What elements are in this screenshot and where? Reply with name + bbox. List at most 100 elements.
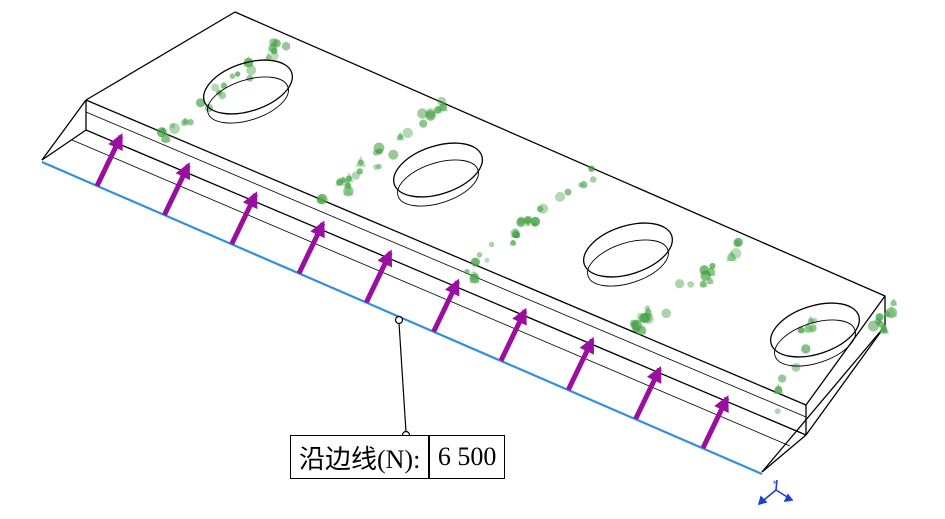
fixture-glyph	[218, 91, 227, 100]
fixture-glyph	[357, 159, 364, 166]
fixture-glyph	[804, 324, 813, 333]
fixture-cone	[469, 271, 480, 283]
plate-right-bottom-edge	[805, 325, 886, 436]
plate-chamfer-left-edge	[41, 129, 87, 161]
fixture-cone	[355, 155, 367, 167]
fixture-glyph	[182, 118, 189, 124]
fixture-cone	[267, 41, 278, 52]
fixture-glyph-cluster	[156, 38, 291, 144]
load-arrow	[566, 336, 595, 391]
fixture-glyph	[699, 280, 707, 288]
fixture-cone	[806, 315, 815, 324]
coordinate-triad-icon: *	[757, 479, 794, 506]
svg-text:*: *	[773, 479, 777, 489]
fixture-glyph	[687, 281, 695, 288]
fixture-glyph	[437, 96, 447, 106]
fixture-glyph	[706, 277, 714, 285]
fixture-glyph	[196, 98, 206, 108]
fixture-cone	[772, 383, 784, 394]
fixture-glyph-cluster	[868, 298, 898, 334]
load-arrow	[94, 133, 124, 188]
fixture-cone	[797, 325, 805, 333]
fixture-glyph	[356, 168, 363, 175]
fixture-cone	[180, 117, 189, 126]
fixture-glyph	[470, 257, 480, 267]
fixture-cone	[317, 193, 327, 203]
fixture-cone	[243, 55, 254, 67]
fixture-glyph	[510, 240, 516, 246]
fixture-cone	[802, 321, 814, 333]
fixture-glyph	[510, 228, 520, 238]
fixture-cone	[263, 51, 274, 61]
fixture-glyph	[344, 182, 352, 189]
fixture-glyph	[229, 73, 236, 79]
plate-chamfer-right-top	[761, 325, 886, 473]
fixture-glyph	[516, 217, 526, 227]
fixture-glyph	[169, 122, 176, 129]
fixture-glyph	[774, 386, 783, 394]
fixture-cone	[879, 324, 889, 334]
fixture-cone	[580, 180, 588, 188]
fixture-glyph	[733, 237, 743, 247]
fixture-glyph	[373, 164, 379, 170]
fixture-glyph-layer	[156, 38, 898, 415]
fixture-glyph	[797, 326, 805, 334]
fixture-cone	[395, 131, 405, 141]
fixture-glyph	[774, 408, 781, 415]
fixture-cone	[509, 238, 517, 246]
fixture-glyph	[281, 41, 291, 51]
fixture-glyph	[890, 299, 897, 306]
callout-value: 6 500	[437, 442, 497, 471]
slot-hole-3	[582, 222, 674, 287]
fixture-glyph	[169, 123, 180, 134]
fixture-glyph	[639, 313, 649, 324]
fixture-glyph	[530, 216, 541, 227]
force-callout[interactable]: 沿边线(N): 6 500	[290, 435, 506, 479]
fixture-glyph	[246, 65, 257, 76]
leader-line	[398, 322, 407, 433]
fixture-cone	[882, 308, 892, 318]
fixture-cone	[220, 81, 228, 89]
plate-front-top-edge	[85, 129, 807, 436]
fixture-glyph	[801, 344, 811, 354]
fixture-glyph	[555, 191, 565, 202]
fixture-glyph	[316, 193, 328, 205]
fixture-glyph	[376, 163, 382, 170]
fixture-glyph	[434, 106, 442, 114]
load-arrow	[498, 307, 528, 362]
plate-inner-top-line	[85, 111, 807, 418]
fixture-cone	[636, 324, 647, 334]
fixture-cone	[335, 176, 345, 186]
fixture-glyph	[316, 196, 325, 204]
load-arrow	[229, 191, 258, 246]
fixture-cone	[511, 228, 519, 236]
fixture-cone	[643, 306, 653, 316]
fixture-cone	[524, 215, 531, 223]
fixture-glyph	[211, 83, 220, 92]
fixture-glyph	[484, 257, 490, 263]
slot-hole-2	[392, 142, 484, 207]
callout-divider	[428, 436, 430, 478]
fixture-glyph	[881, 327, 888, 334]
fixture-glyph	[351, 171, 360, 180]
fixture-glyph	[425, 108, 436, 119]
fixture-cone	[639, 312, 649, 322]
fixture-glyph	[590, 176, 597, 183]
slot-holes	[202, 59, 861, 367]
fixture-glyph	[187, 119, 194, 126]
fixture-glyph	[513, 231, 520, 239]
fixture-cone	[725, 250, 737, 262]
fixture-glyph	[469, 273, 480, 284]
fixture-glyph	[464, 269, 470, 275]
fixture-glyph	[234, 71, 241, 77]
fixture-glyph	[564, 188, 572, 196]
fixture-glyph	[877, 320, 884, 328]
fixture-glyph	[578, 182, 583, 188]
fixture-cone	[343, 184, 354, 196]
load-arrow	[364, 249, 393, 304]
fixture-glyph	[675, 279, 685, 289]
fixture-glyph	[336, 178, 344, 186]
fixture-glyph	[266, 54, 272, 61]
fixture-glyph-cluster	[316, 96, 449, 205]
